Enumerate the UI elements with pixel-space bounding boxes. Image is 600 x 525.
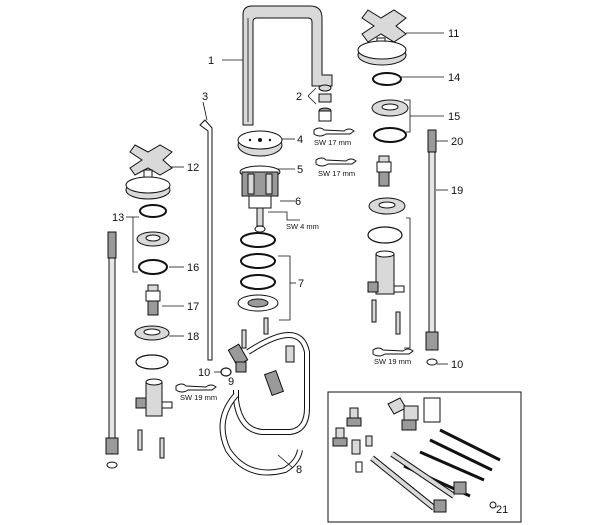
callout-14: 14 xyxy=(448,72,460,84)
right-supply-hose-part xyxy=(425,129,439,366)
pull-out-hose-part xyxy=(219,332,310,476)
callout-13: 13 xyxy=(112,212,124,224)
spout-part xyxy=(242,5,333,126)
mounting-bolts xyxy=(241,317,269,349)
wrench-sw19-right xyxy=(372,347,414,357)
left-flat-washer xyxy=(134,325,170,341)
o-ring-left-part xyxy=(220,367,232,377)
right-flat-washer xyxy=(368,197,406,215)
wrench-size-sw17-upper: SW 17 mm xyxy=(314,138,351,147)
callout-8: 8 xyxy=(296,464,302,476)
callout-21: 21 xyxy=(496,504,508,516)
callout-9: 9 xyxy=(228,376,234,388)
right-valve-cartridge-part xyxy=(376,155,392,187)
base-flange-part xyxy=(237,130,283,157)
wrench-sw17-lower xyxy=(315,157,357,167)
union-nut-part xyxy=(235,361,247,373)
callout-10-left: 10 xyxy=(198,367,210,379)
callout-20: 20 xyxy=(451,136,463,148)
left-o-ring-upper xyxy=(139,204,167,218)
lift-rod-part xyxy=(199,119,213,361)
washer-stack-part xyxy=(237,232,279,312)
right-thin-ring xyxy=(367,226,403,244)
right-o-ring-lower xyxy=(373,127,407,143)
callout-11: 11 xyxy=(448,28,459,40)
callout-6: 6 xyxy=(295,196,301,208)
callout-19: 19 xyxy=(451,185,463,197)
callout-3: 3 xyxy=(202,91,208,103)
left-supply-hose-part xyxy=(105,231,119,469)
left-thin-ring xyxy=(135,354,169,370)
right-cross-handle-part xyxy=(357,9,407,66)
right-valve-body-part xyxy=(367,250,405,295)
callout-1: 1 xyxy=(208,55,214,67)
callout-7: 7 xyxy=(298,278,304,290)
right-screws xyxy=(371,299,401,335)
callout-17: 17 xyxy=(187,301,199,313)
wrench-sw17-upper xyxy=(313,127,355,137)
left-valve-body-part xyxy=(135,378,173,417)
mounting-body-part xyxy=(239,165,281,209)
callout-15: 15 xyxy=(448,111,460,123)
left-washer xyxy=(136,231,170,247)
right-o-ring-upper xyxy=(372,72,402,86)
callout-12: 12 xyxy=(187,162,199,174)
callout-16: 16 xyxy=(187,262,199,274)
callout-10-right: 10 xyxy=(451,359,463,371)
spare-parts-set xyxy=(332,397,501,513)
right-washer xyxy=(371,99,409,117)
callout-4: 4 xyxy=(297,134,303,146)
callout-2: 2 xyxy=(296,91,302,103)
wrench-size-sw17-lower: SW 17 mm xyxy=(318,169,355,178)
wrench-size-sw19-left: SW 19 mm xyxy=(180,393,217,402)
callout-5: 5 xyxy=(297,164,303,176)
wrench-size-sw19-right: SW 19 mm xyxy=(374,357,411,366)
left-cross-handle-part xyxy=(125,144,173,200)
nut-part xyxy=(318,84,332,122)
left-o-ring-lower xyxy=(138,259,168,275)
bolt-part xyxy=(254,207,266,233)
left-valve-cartridge-part xyxy=(145,284,161,316)
wrench-sw19-left xyxy=(175,383,217,393)
spare-parts-box xyxy=(327,391,522,523)
wrench-size-sw4: SW 4 mm xyxy=(286,222,319,231)
left-screws xyxy=(137,429,165,459)
callout-18: 18 xyxy=(187,331,199,343)
